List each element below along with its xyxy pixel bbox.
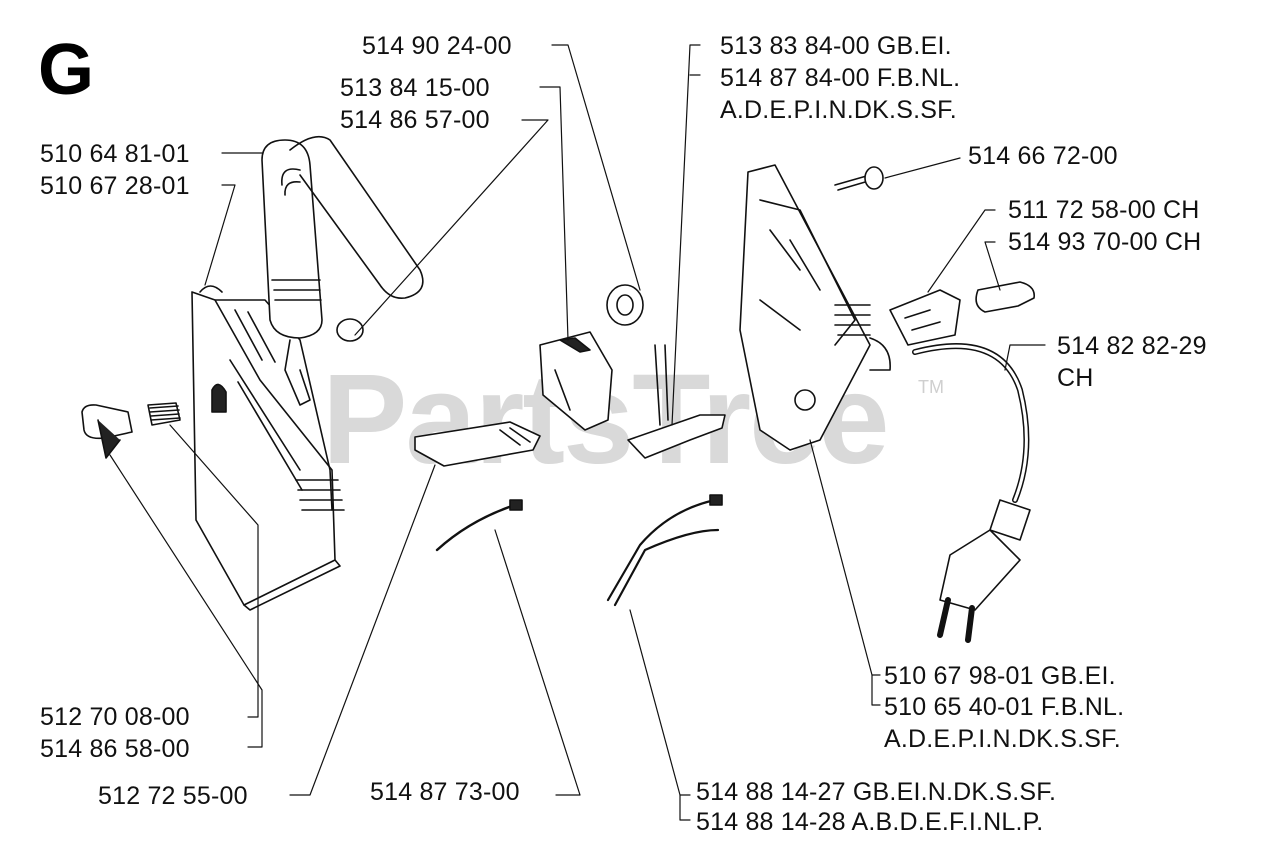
part-label-512-70-08-00: 512 70 08-00: [40, 703, 190, 731]
part-label-510-65-40-01: 510 65 40-01 F.B.NL.: [884, 693, 1125, 721]
part-label-512-72-55-00: 512 72 55-00: [98, 782, 248, 810]
button-and-spring: [81, 402, 181, 459]
part-label-514-87-84-00-countries: A.D.E.P.I.N.DK.S.SF.: [720, 96, 957, 124]
switch-block: [539, 331, 613, 431]
small-wire: [435, 499, 523, 552]
wire-harness: [606, 494, 723, 607]
grommet: [606, 284, 644, 326]
part-label-510-65-40-01-countries: A.D.E.P.I.N.DK.S.SF.: [884, 725, 1121, 753]
terminal-connector: [627, 344, 726, 459]
cable-sleeve: [975, 281, 1036, 313]
part-label-511-72-58-00: 511 72 58-00 CH: [1008, 196, 1200, 224]
part-label-510-67-98-01: 510 67 98-01 GB.EI.: [884, 662, 1116, 690]
trademark-mark: TM: [918, 377, 944, 397]
part-label-514-93-70-00: 514 93 70-00 CH: [1008, 228, 1202, 256]
right-housing: [739, 164, 891, 451]
part-label-514-87-84-00: 514 87 84-00 F.B.NL.: [720, 64, 961, 92]
part-label-514-82-82-29-suffix: CH: [1057, 364, 1094, 392]
clip-plate: [889, 289, 961, 346]
part-label-513-84-15-00: 513 84 15-00: [340, 74, 490, 102]
oil-cap-assembly: [261, 135, 424, 406]
switch-bracket: [414, 421, 541, 467]
part-label-514-82-82-29: 514 82 82-29: [1057, 332, 1207, 360]
power-cord: [912, 343, 1031, 643]
part-label-510-64-81-01: 510 64 81-01: [40, 140, 190, 168]
part-label-514-88-14-28: 514 88 14-28 A.B.D.E.F.I.NL.P.: [696, 808, 1044, 836]
part-label-514-86-58-00: 514 86 58-00: [40, 735, 190, 763]
section-letter: G: [38, 30, 95, 110]
part-label-513-83-84-00: 513 83 84-00 GB.EI.: [720, 32, 952, 60]
part-label-514-88-14-27: 514 88 14-27 GB.EI.N.DK.S.SF.: [696, 778, 1057, 806]
part-label-514-66-72-00: 514 66 72-00: [968, 142, 1118, 170]
part-label-514-87-73-00: 514 87 73-00: [370, 778, 520, 806]
part-label-514-90-24-00: 514 90 24-00: [362, 32, 512, 60]
leader-lines: [109, 44, 1046, 821]
left-housing-cover: [191, 285, 345, 611]
part-label-514-86-57-00: 514 86 57-00: [340, 106, 490, 134]
screw: [834, 166, 884, 191]
part-label-510-67-28-01: 510 67 28-01: [40, 172, 190, 200]
